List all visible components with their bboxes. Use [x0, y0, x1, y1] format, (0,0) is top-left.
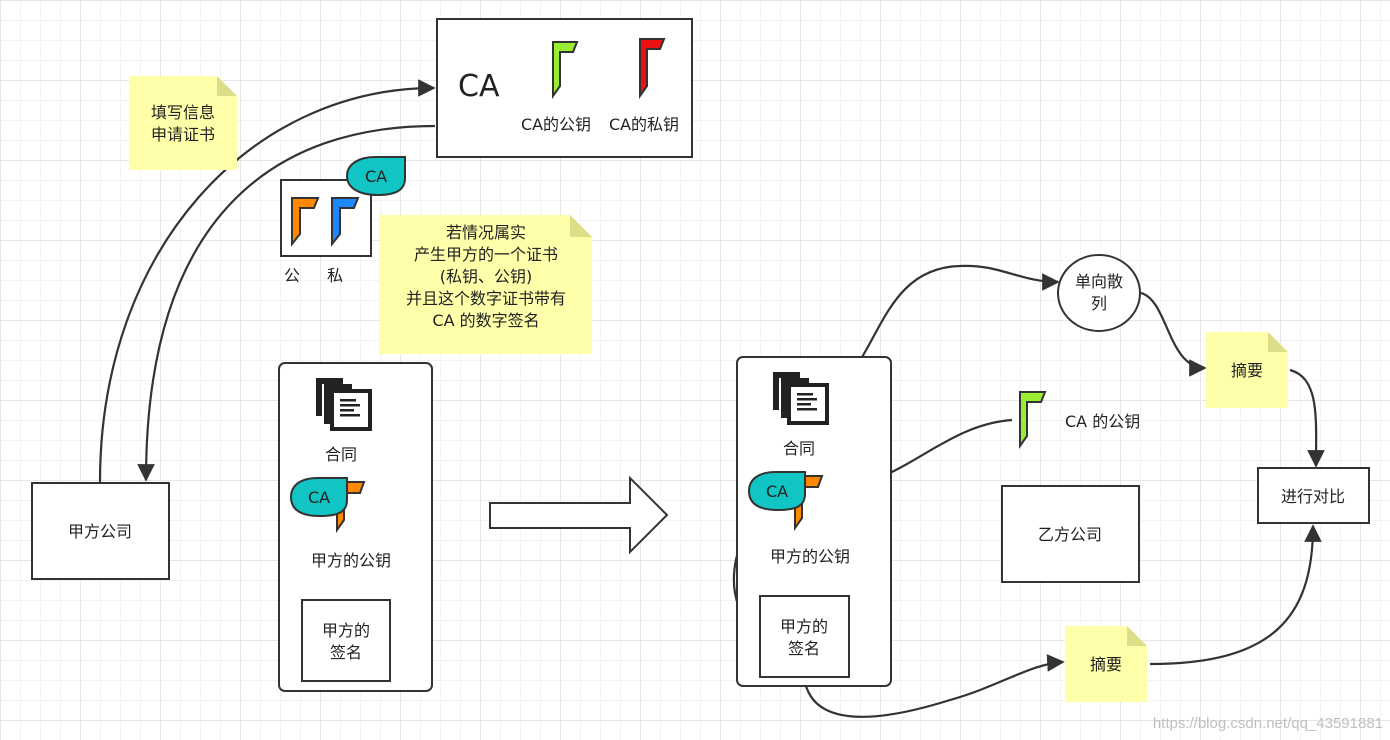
note-apply[interactable] [129, 76, 237, 170]
ca-public-key-label: CA的公钥 [521, 115, 591, 134]
ca-badge-left [289, 477, 348, 518]
compare-label: 进行对比 [1281, 487, 1345, 506]
contract-icon-left [316, 378, 372, 431]
digest-top-note[interactable] [1206, 332, 1288, 408]
note-issue-line2: 产生甲方的一个证书 [414, 245, 558, 264]
party-a-box[interactable] [31, 482, 170, 580]
note-issue-line4: 并且这个数字证书带有 [406, 289, 566, 308]
note-issue-line1: 若情况属实 [446, 223, 526, 242]
certificate-private-key-icon [331, 197, 360, 247]
ca-public-key-icon-right [1019, 391, 1047, 450]
party-b-label: 乙方公司 [1038, 525, 1102, 544]
digest-bottom-note[interactable] [1065, 626, 1147, 702]
ca-public-key-right-label: CA 的公钥 [1065, 412, 1140, 431]
arrow-digest-to-compare-bottom [1149, 524, 1322, 666]
certificate-private-label: 私 [327, 266, 343, 285]
digest-top-fold [1268, 332, 1288, 352]
contract-left-label: 合同 [325, 445, 357, 464]
compare-box[interactable] [1257, 467, 1370, 524]
note-issue-line3: (私钥、公钥) [440, 267, 533, 286]
digest-top-label: 摘要 [1231, 361, 1263, 380]
hash-line2: 列 [1091, 294, 1107, 313]
note-issue[interactable] [379, 215, 592, 354]
arrow-apply-to-ca [98, 79, 436, 483]
signature-right-line1: 甲方的 [780, 617, 828, 636]
ca-private-key-label: CA的私钥 [609, 115, 679, 134]
ca-public-key-icon [552, 41, 579, 100]
contract-icon-right [773, 372, 829, 425]
certificate-public-key-icon [291, 197, 320, 247]
contract-right-label: 合同 [783, 439, 815, 458]
signature-left-line2: 签名 [330, 643, 362, 662]
party-b-box[interactable] [1001, 485, 1140, 583]
digest-bottom-fold [1127, 626, 1147, 646]
signature-box-left[interactable] [301, 599, 391, 682]
arrow-ca-to-party-a [137, 124, 436, 482]
arrow-hash-to-digest [1140, 291, 1207, 377]
note-apply-fold [217, 76, 237, 96]
note-apply-line2: 申请证书 [151, 125, 215, 144]
note-issue-fold [570, 215, 592, 237]
ca-badge-right [747, 471, 806, 512]
note-issue-line5: CA 的数字签名 [432, 311, 539, 330]
one-way-hash-node[interactable] [1057, 254, 1141, 332]
ca-badge-right-label: CA [766, 482, 788, 501]
arrow-digest-to-compare [1289, 368, 1325, 468]
certificate-ca-badge [345, 156, 406, 197]
certificate-public-label: 公 [284, 266, 300, 285]
party-a-label: 甲方公司 [68, 522, 132, 541]
signature-right-line2: 签名 [788, 639, 820, 658]
ca-box-title: CA [458, 69, 500, 104]
signature-left-line1: 甲方的 [322, 621, 370, 640]
transfer-arrow [489, 475, 669, 555]
party-a-public-left-label: 甲方的公钥 [311, 551, 391, 570]
signature-box-right[interactable] [759, 595, 850, 678]
party-a-public-right-label: 甲方的公钥 [770, 547, 850, 566]
certificate-badge-label: CA [365, 167, 387, 186]
digest-bottom-label: 摘要 [1090, 655, 1122, 674]
arrow-signature-to-digest [802, 654, 1065, 718]
ca-badge-left-label: CA [308, 488, 330, 507]
watermark-text: https://blog.csdn.net/qq_43591881 [1153, 715, 1383, 732]
ca-private-key-icon [639, 38, 666, 100]
hash-line1: 单向散 [1075, 272, 1123, 291]
note-apply-line1: 填写信息 [151, 103, 215, 122]
